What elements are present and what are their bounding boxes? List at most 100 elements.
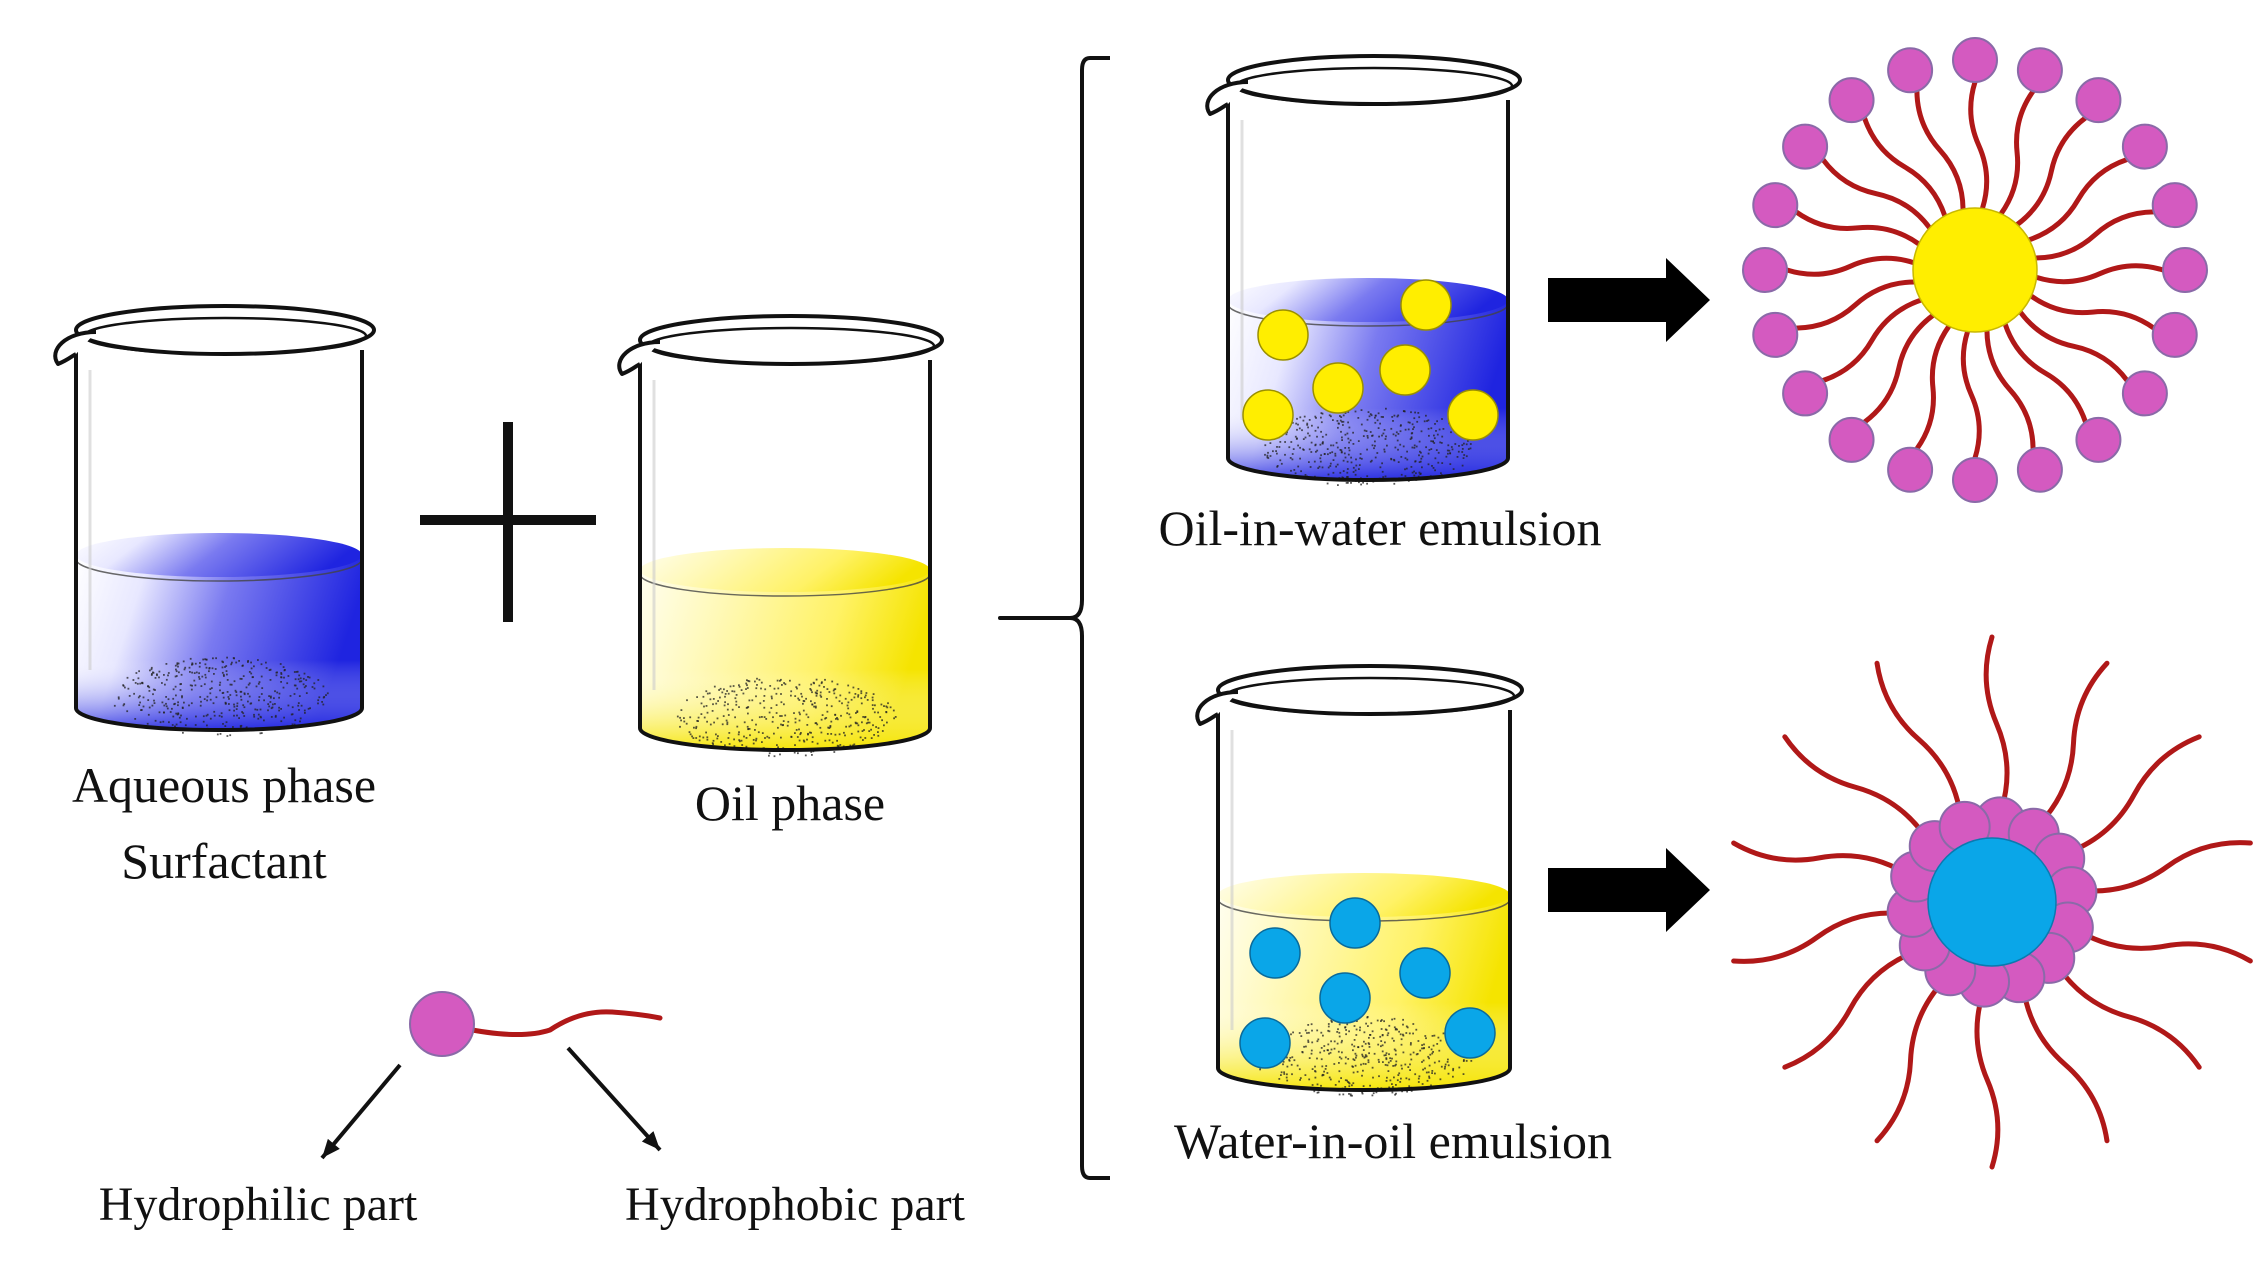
sediment-dot (239, 690, 242, 693)
sediment-dot (326, 692, 329, 695)
sediment-dot (1322, 441, 1324, 443)
sediment-dot (1461, 444, 1464, 446)
sediment-dot (174, 685, 177, 688)
sediment-dot (213, 673, 215, 675)
sediment-dot (1337, 1050, 1340, 1053)
sediment-dot (1342, 459, 1345, 462)
sediment-dot (194, 724, 197, 726)
sediment-dot (871, 704, 874, 706)
sediment-dot (872, 724, 874, 727)
sediment-dot (741, 744, 744, 746)
sediment-dot (199, 662, 201, 664)
sediment-dot (1327, 1025, 1330, 1028)
sediment-dot (820, 731, 823, 734)
sediment-dot (1412, 428, 1414, 430)
sediment-dot (182, 731, 184, 734)
sediment-dot (1332, 419, 1334, 421)
sediment-dot (831, 680, 834, 683)
sediment-dot (1379, 466, 1382, 469)
sediment-dot (885, 705, 888, 708)
sediment-dot (1391, 1037, 1394, 1040)
sediment-dot (826, 710, 829, 713)
sediment-dot (1393, 482, 1396, 485)
sediment-dot (780, 693, 782, 695)
sediment-dot (1367, 1061, 1370, 1064)
sediment-dot (1267, 451, 1269, 454)
sediment-dot (179, 721, 182, 724)
sediment-dot (1323, 1045, 1326, 1047)
sediment-dot (748, 680, 751, 683)
sediment-dot (680, 709, 683, 711)
sediment-dot (209, 688, 212, 690)
sediment-dot (1352, 466, 1355, 469)
beaker-rim (638, 314, 944, 366)
sediment-dot (706, 720, 708, 723)
sediment-dot (1314, 1076, 1317, 1079)
beaker-spout (1195, 690, 1239, 726)
sediment-dot (1433, 1061, 1436, 1064)
sediment-dot (1296, 428, 1298, 431)
sediment-dot (745, 688, 747, 690)
sediment-dot (689, 733, 692, 736)
sediment-dot (712, 698, 715, 700)
sediment-dot (717, 735, 719, 737)
sediment-dot (871, 699, 874, 702)
sediment-dot (1428, 1057, 1430, 1060)
sediment-dot (777, 746, 779, 749)
sediment-dot (790, 690, 793, 693)
sediment-dot (1321, 442, 1324, 445)
sediment-dot (183, 668, 186, 671)
sediment-dot (1454, 443, 1457, 445)
sediment-dot (877, 734, 880, 737)
sediment-dot (729, 685, 732, 688)
sediment-dot (274, 690, 276, 693)
sediment-dot (1341, 1051, 1343, 1054)
sediment-dot (1421, 1044, 1423, 1046)
sediment-dot (127, 687, 130, 690)
sediment-dot (835, 718, 837, 720)
sediment-dot (1433, 437, 1436, 440)
sediment-dot (793, 751, 796, 754)
sediment-dot (137, 696, 140, 699)
sediment-dot (307, 676, 309, 678)
sediment-dot (1299, 416, 1302, 419)
surfactant-head (1887, 446, 1934, 493)
sediment-dot (1344, 456, 1347, 459)
sediment-dot (263, 699, 265, 702)
sediment-dot (267, 703, 270, 705)
sediment-dot (165, 696, 167, 698)
sediment-dot (1410, 1042, 1412, 1044)
sediment-dot (1362, 481, 1364, 484)
sediment-dot (680, 719, 682, 722)
sediment-dot (1404, 468, 1406, 471)
sediment-dot (777, 687, 780, 690)
sediment-dot (676, 715, 679, 718)
sediment-dot (1311, 1029, 1313, 1032)
sediment-dot (794, 695, 797, 697)
sediment-dot (241, 711, 243, 713)
sediment-dot (795, 729, 798, 731)
sediment-dot (1307, 1024, 1310, 1026)
sediment-dot (734, 716, 736, 719)
sediment-dot (272, 703, 274, 706)
sediment-dot (1425, 1037, 1427, 1040)
surfactant-tail (1782, 949, 1918, 1070)
sediment-dot (1327, 466, 1330, 469)
sediment-dot (1399, 1033, 1402, 1036)
sediment-dot (117, 696, 120, 699)
sediment-dot (1314, 1070, 1317, 1073)
sediment-dot (1404, 1063, 1407, 1066)
sediment-dot (1322, 1074, 1325, 1076)
sediment-dot (273, 697, 275, 700)
surfactant-tail (2028, 293, 2157, 331)
surfactant-tail (1998, 88, 2036, 217)
sediment-dot (1307, 432, 1309, 435)
sediment-dot (1398, 1072, 1401, 1075)
sediment-dot (243, 706, 246, 709)
sediment-dot (1374, 414, 1377, 417)
sediment-dot (191, 684, 193, 687)
sediment-dot (706, 711, 709, 714)
sediment-dot (1389, 1057, 1391, 1060)
surfactant-tail (1983, 634, 2010, 813)
sediment-dot (1408, 1078, 1411, 1081)
